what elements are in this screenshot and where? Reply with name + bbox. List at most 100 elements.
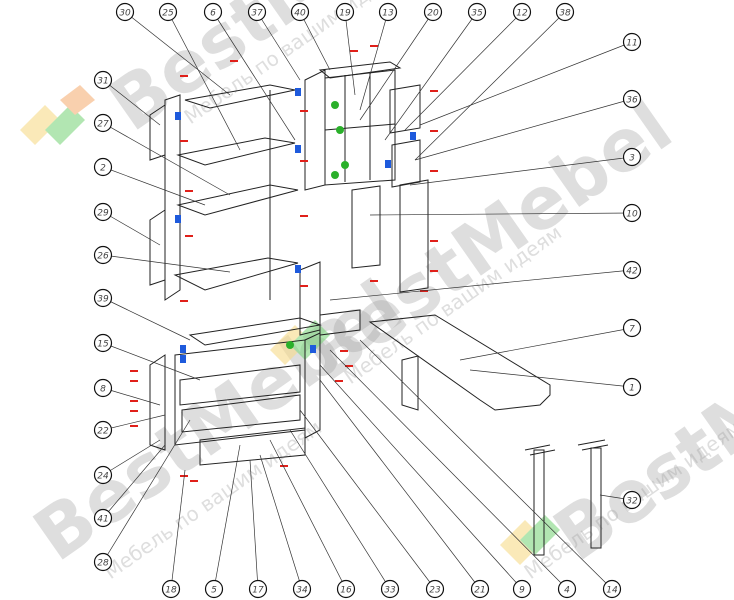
callout-circle [423,2,443,22]
bracket-icon [410,132,416,140]
callout-19: 19 [335,2,356,96]
callout-8: 8 [93,378,161,406]
logo-mark [20,85,560,565]
leader-line [319,379,481,590]
leader-line [344,11,356,96]
leader-line [299,409,436,590]
dowel-icon [370,45,378,47]
callout-number: 25 [162,9,174,19]
dowel-icon [190,480,198,482]
dowel-icon [130,410,138,412]
dowel-icon [185,190,193,192]
callout-circle [93,70,113,90]
callout-25: 25 [158,2,241,151]
callout-26: 26 [93,245,231,273]
callout-31: 31 [93,70,161,126]
dowel-icon [300,110,308,112]
leader-line [299,11,331,71]
leader-line [170,469,186,590]
callout-number: 39 [97,295,109,305]
callout-circle [93,113,113,133]
callout-number: 37 [251,9,263,19]
callout-number: 38 [559,9,571,19]
dowel-icon [430,130,438,132]
callout-number: 6 [210,9,216,19]
dowel-icon [430,90,438,92]
callout-number: 2 [100,164,106,174]
callout-circle [425,579,445,599]
leader-line [212,11,296,141]
dowel-icon [430,170,438,172]
callout-number: 42 [626,267,638,277]
callout-number: 21 [474,586,485,596]
callout-circle [622,32,642,52]
leader-line [414,98,633,161]
callout-circle [512,579,532,599]
dowel-icon [300,215,308,217]
bracket-icon [175,112,181,120]
callout-22: 22 [93,414,166,440]
leader-line [102,297,191,341]
leader-line [329,269,633,301]
callout-number: 35 [471,9,483,19]
callout-number: 13 [382,9,394,19]
callout-34: 34 [259,454,312,599]
callout-circle [602,579,622,599]
callout-circle [512,2,532,22]
side-panel [149,104,166,161]
cam-lock-icon [331,171,339,179]
dowel-icon [130,425,138,427]
leader-line [102,419,191,563]
callout-circle [115,2,135,22]
callout-number: 28 [97,559,109,569]
callout-circle [203,2,223,22]
leader-line [213,444,241,590]
callout-circle [93,465,113,485]
callout-15: 15 [93,333,201,381]
leader-line [259,454,303,590]
leader-line [102,414,166,431]
callout-28: 28 [93,419,191,572]
callout-36: 36 [414,89,642,161]
callout-number: 24 [97,472,109,482]
shelf-unit-left [149,84,299,301]
callout-7: 7 [459,318,642,361]
side-panel [149,209,166,286]
leader-line [414,11,566,161]
metal-legs [524,439,609,556]
callout-circle [380,579,400,599]
callout-number: 8 [100,385,106,395]
leader-line [102,79,161,126]
callout-33: 33 [289,429,400,599]
callout-40: 40 [290,2,331,71]
callout-number: 27 [97,120,109,130]
callout-41: 41 [93,444,166,528]
callout-number: 31 [97,77,108,87]
callout-27: 27 [93,113,231,196]
callout-circle [161,579,181,599]
bracket-icon [385,160,391,168]
callout-number: 7 [629,325,635,335]
shelf [184,84,296,109]
callout-circle [335,2,355,22]
callout-11: 11 [419,32,642,126]
dowel-icon [345,365,353,367]
leader-line [102,254,231,273]
callout-3: 3 [409,147,642,186]
leader-line [329,349,568,590]
callout-circle [93,288,113,308]
dowel-icon [350,50,358,52]
leader-line [269,439,347,590]
leader-line [249,459,259,590]
callout-number: 33 [384,586,396,596]
callout-32: 32 [599,490,642,510]
callout-39: 39 [93,288,191,341]
cam-lock-icon [341,161,349,169]
callout-number: 40 [294,9,306,19]
callout-17: 17 [248,459,268,599]
callout-circle [470,579,490,599]
callout-6: 6 [203,2,296,141]
dowel-icon [430,240,438,242]
dowel-icon [280,465,288,467]
leader-line [256,11,301,81]
